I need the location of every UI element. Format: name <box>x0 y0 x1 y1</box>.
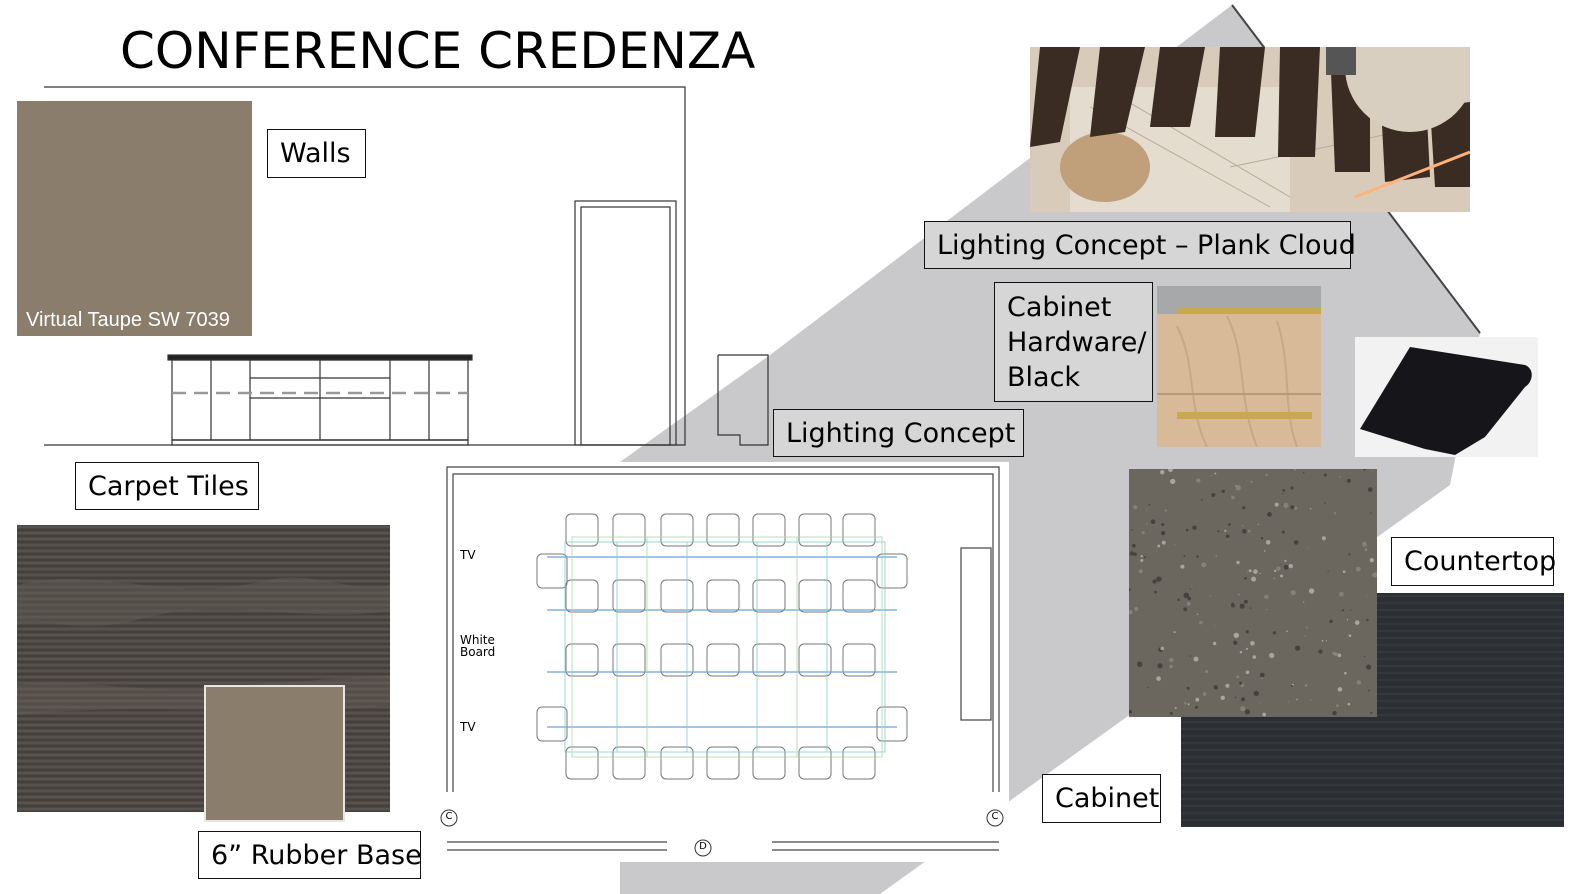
cabinet-hardware-label-line3: Black <box>1007 361 1081 393</box>
tv-label-bottom: TV <box>460 720 476 734</box>
plan-end-chair <box>876 706 908 742</box>
plan-end-chair <box>536 706 568 742</box>
carpet-tile-image <box>17 525 390 812</box>
whiteboard-label-line2: Board <box>460 645 496 659</box>
floor-plan: TV White Board TV C C D <box>437 462 1009 862</box>
plan-chair <box>752 513 786 547</box>
plan-chair <box>842 513 876 547</box>
plan-chair <box>706 579 740 613</box>
plan-chair <box>752 746 786 780</box>
plan-chair <box>612 746 646 780</box>
plan-chair <box>612 643 646 677</box>
plan-chair <box>612 579 646 613</box>
wall-color-name: Virtual Taupe SW 7039 <box>26 309 230 331</box>
page-title: CONFERENCE CREDENZA <box>120 22 756 80</box>
plan-chair <box>706 643 740 677</box>
rubber-base-swatch <box>204 685 345 822</box>
whiteboard-label: White Board <box>460 634 495 658</box>
plan-chair <box>565 579 599 613</box>
plan-chair <box>842 579 876 613</box>
plan-end-chair <box>536 553 568 589</box>
section-marker-c-left: C <box>445 811 453 822</box>
plan-chair <box>612 513 646 547</box>
whiteboard-label-line1: White <box>460 633 495 647</box>
plan-chair <box>798 746 832 780</box>
plan-chair <box>660 746 694 780</box>
cabinet-hardware-photo <box>1157 286 1321 447</box>
lighting-plank-cloud-label: Lighting Concept – Plank Cloud <box>924 221 1356 269</box>
plan-chair <box>565 746 599 780</box>
plan-chair <box>842 746 876 780</box>
plan-end-chair <box>876 553 908 589</box>
countertop-sample <box>1129 469 1377 717</box>
section-marker-c-right: C <box>991 811 999 822</box>
plan-chair <box>706 513 740 547</box>
plan-chair <box>752 643 786 677</box>
cabinet-hardware-label-line2: Hardware/ <box>1007 326 1147 358</box>
section-marker-d: D <box>699 841 707 852</box>
plank-cloud-lighting-photo <box>1030 47 1470 212</box>
countertop-label: Countertop <box>1391 537 1556 586</box>
plan-chair <box>798 643 832 677</box>
cabinet-hardware-label: Cabinet Hardware/ Black <box>994 282 1153 402</box>
black-pull-hardware-photo <box>1355 337 1538 457</box>
tv-label-top: TV <box>460 548 476 562</box>
plan-chair <box>842 643 876 677</box>
cabinet-label: Cabinet <box>1042 774 1161 823</box>
plan-chair <box>798 513 832 547</box>
rubber-base-label: 6” Rubber Base <box>198 831 422 879</box>
plan-chair <box>565 513 599 547</box>
cabinet-hardware-label-line1: Cabinet <box>1007 291 1112 323</box>
plan-chair <box>706 746 740 780</box>
lighting-concept-label: Lighting Concept <box>773 409 1024 457</box>
wall-color-swatch: Virtual Taupe SW 7039 <box>17 101 252 336</box>
plan-chair <box>752 579 786 613</box>
plan-chair <box>565 643 599 677</box>
credenza-elevation-drawing <box>44 86 769 446</box>
plan-chair <box>660 643 694 677</box>
walls-label: Walls <box>267 129 366 178</box>
plan-chair <box>660 579 694 613</box>
plan-chair <box>798 579 832 613</box>
carpet-tiles-label: Carpet Tiles <box>75 462 259 510</box>
plan-chair <box>660 513 694 547</box>
